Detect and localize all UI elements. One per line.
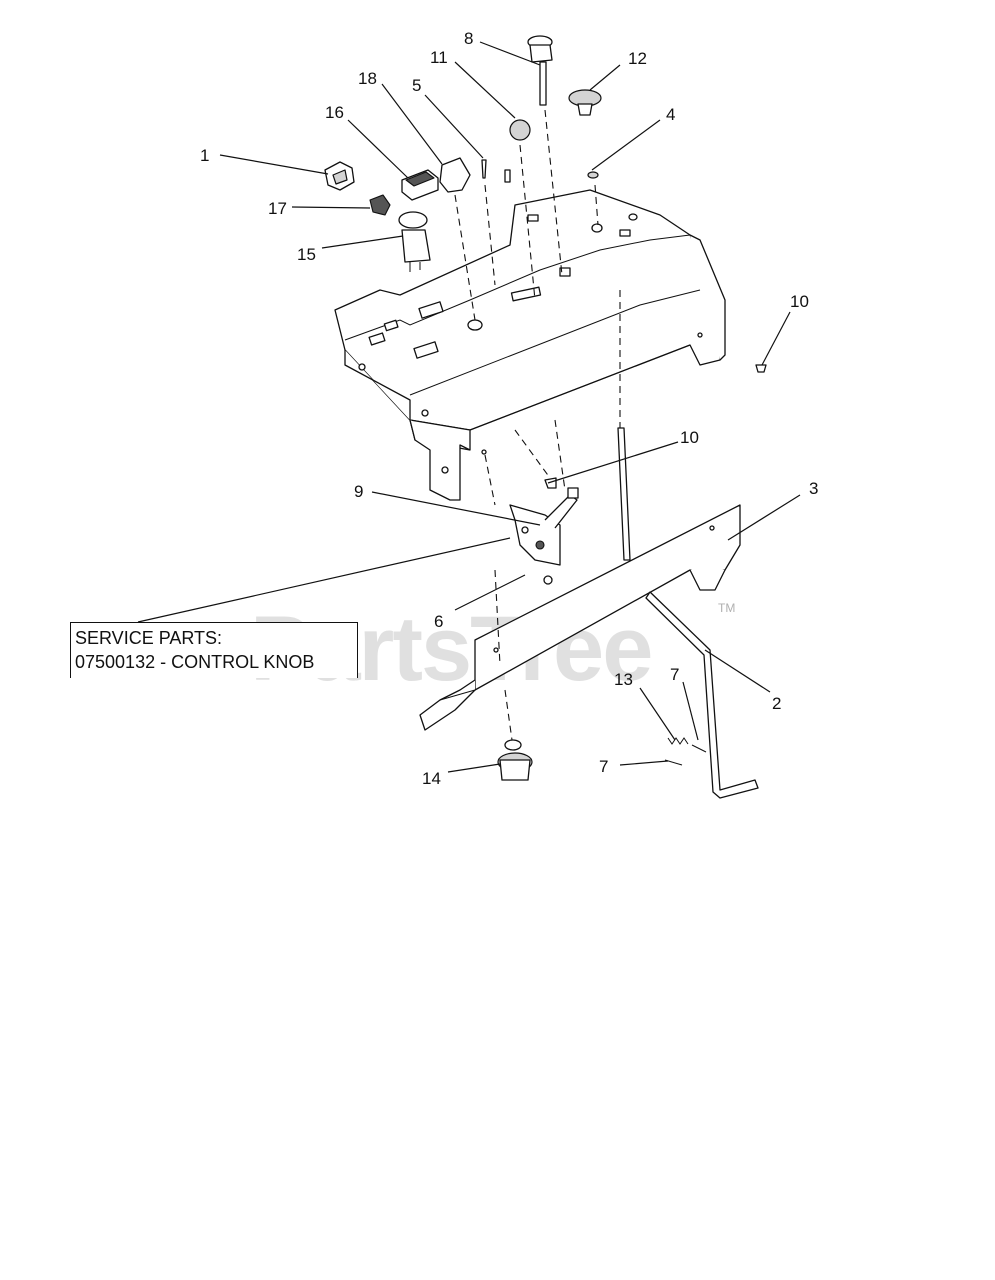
dash-panel	[334, 189, 726, 501]
ignition-switch-part-14	[497, 739, 533, 781]
callout-6: 6	[434, 612, 443, 631]
leader-lines	[137, 41, 801, 773]
knob-part-11	[509, 119, 531, 141]
callout-2: 2	[772, 694, 781, 713]
service-parts-heading: SERVICE PARTS:	[75, 628, 223, 648]
callout-17: 17	[268, 199, 287, 218]
callout-labels: 1 2 3 4 5 6 7 7 8 9 10 10 11 12 13 14 15…	[200, 29, 818, 788]
lower-bracket	[419, 504, 741, 731]
nut-part-4	[587, 171, 599, 179]
callout-5: 5	[412, 76, 421, 95]
connector-part-1	[324, 161, 355, 191]
control-rod	[617, 427, 759, 799]
service-parts-item: 07500132 - CONTROL KNOB	[75, 652, 315, 672]
callout-13: 13	[614, 670, 633, 689]
callout-10a: 10	[790, 292, 809, 311]
clip-part-17	[369, 194, 391, 216]
callout-14: 14	[422, 769, 441, 788]
spring-part-13	[667, 737, 689, 745]
watermark-tm: TM	[718, 601, 735, 615]
alignment-lines	[454, 109, 621, 741]
callout-9: 9	[354, 482, 363, 501]
service-parts-note: SERVICE PARTS: 07500132 - CONTROL KNOB	[70, 622, 358, 678]
callout-18: 18	[358, 69, 377, 88]
callout-12: 12	[628, 49, 647, 68]
callout-3: 3	[809, 479, 818, 498]
callout-11: 11	[430, 48, 448, 67]
callout-16: 16	[325, 103, 344, 122]
cap-part-12	[568, 89, 602, 116]
key-part-8	[527, 35, 553, 106]
callout-7a: 7	[670, 665, 679, 684]
callout-1: 1	[200, 146, 209, 165]
switch-part-15	[398, 211, 431, 272]
callout-10b: 10	[680, 428, 699, 447]
callout-7b: 7	[599, 757, 608, 776]
callout-4: 4	[666, 105, 675, 124]
rocker-switch-part-16	[401, 169, 439, 201]
bezel-part-18	[439, 157, 471, 193]
screw-part-5	[481, 159, 511, 183]
callout-8: 8	[464, 29, 473, 48]
callout-15: 15	[297, 245, 316, 264]
pin-part-7	[664, 744, 707, 766]
throttle-control	[509, 487, 579, 585]
